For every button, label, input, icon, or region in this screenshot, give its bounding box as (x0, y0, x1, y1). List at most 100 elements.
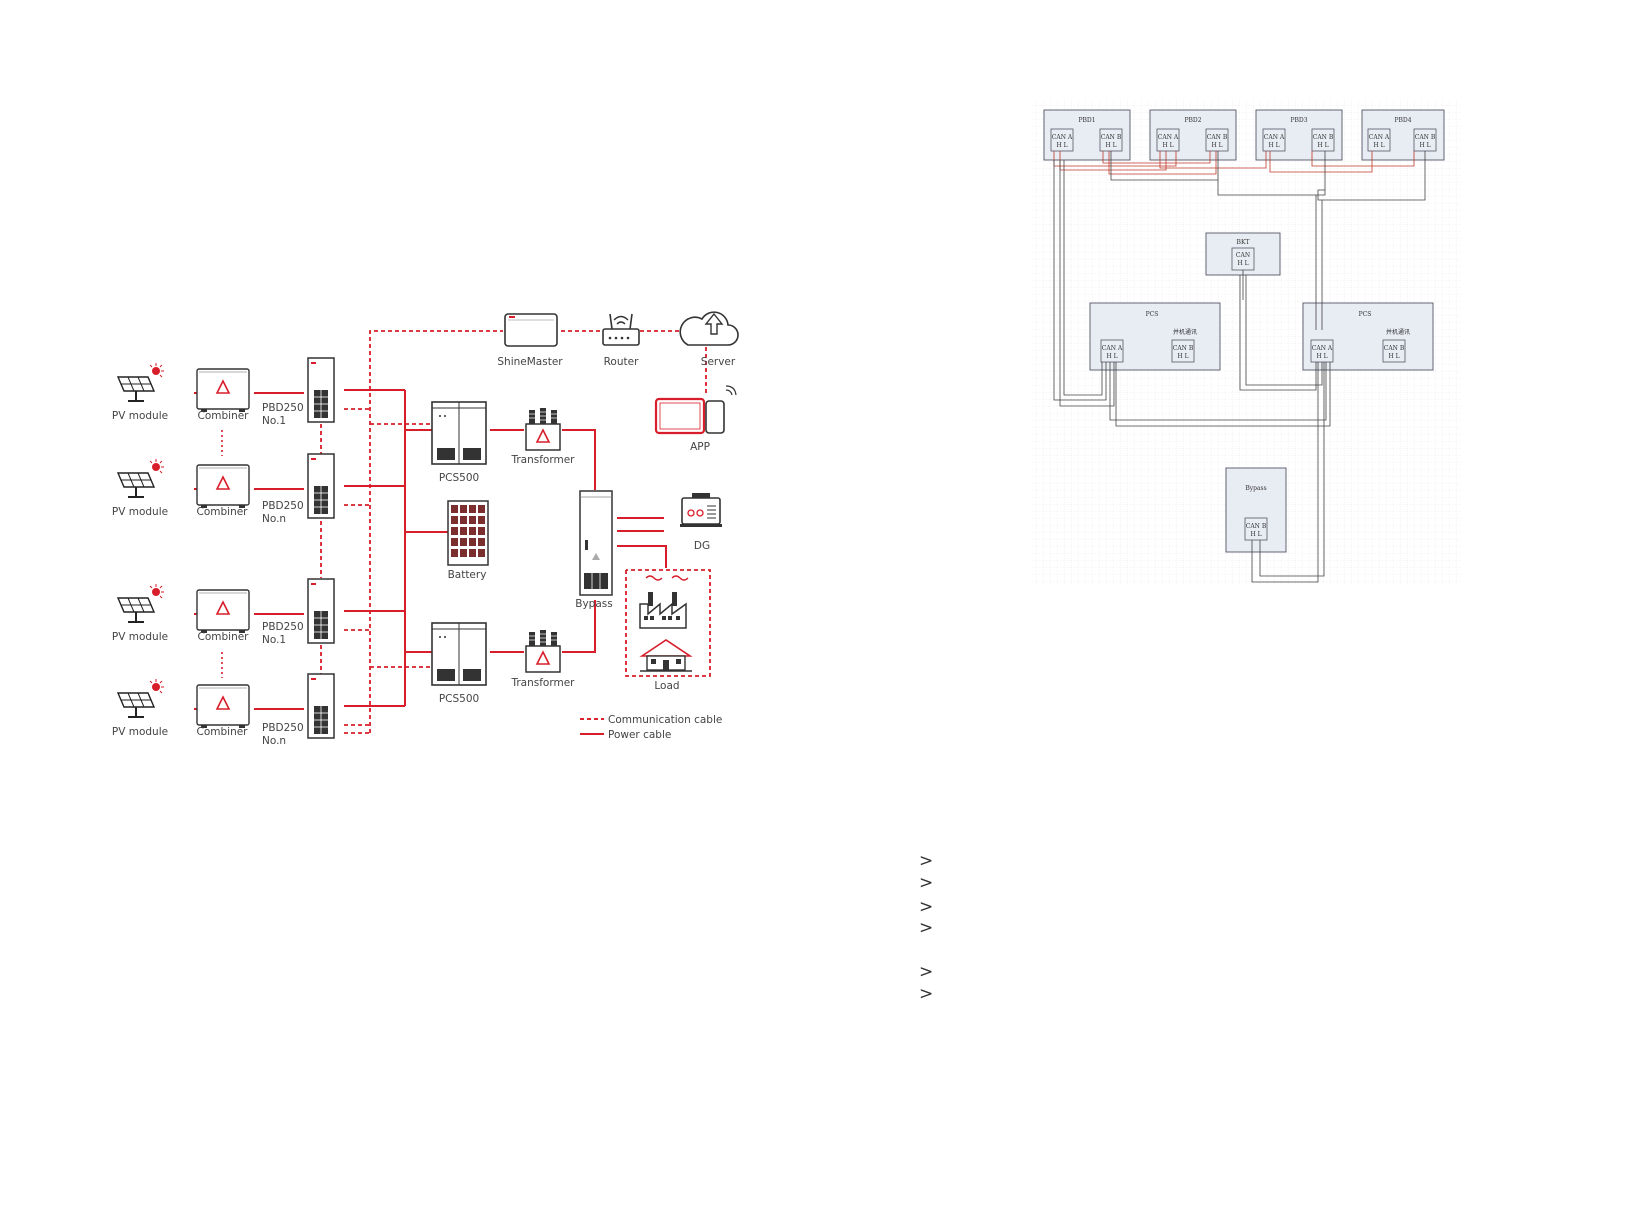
svg-text:PBD1: PBD1 (1078, 117, 1095, 124)
svg-text:H L: H L (1388, 353, 1399, 360)
pbd-label-name: PBD250 (262, 722, 304, 734)
chevron-right-icon: > (919, 918, 934, 938)
svg-text:CAN B: CAN B (1384, 345, 1405, 352)
pv-module-icon (117, 362, 165, 402)
app-label: APP (690, 441, 710, 453)
pbd-label-number: No.n (262, 735, 286, 747)
server-label: Server (701, 356, 736, 368)
svg-text:H L: H L (1211, 142, 1222, 149)
pbd-label-number: No.n (262, 513, 286, 525)
pbd250-cabinet-icon (307, 357, 335, 423)
pbd-can-links (1053, 151, 1415, 175)
svg-text:BKT: BKT (1237, 239, 1250, 246)
pv-module-icon (117, 678, 165, 718)
bypass-box: Bypass CAN B H L (1225, 467, 1287, 553)
svg-text:Bypass: Bypass (1245, 485, 1266, 492)
svg-text:CAN A: CAN A (1264, 134, 1285, 141)
chevron-right-icon: > (919, 962, 934, 982)
pv-module-label: PV module (112, 726, 168, 738)
svg-text:PBD3: PBD3 (1290, 117, 1307, 124)
svg-text:CAN A: CAN A (1052, 134, 1073, 141)
svg-text:CAN A: CAN A (1102, 345, 1123, 352)
house-load-icon (639, 639, 693, 672)
svg-text:CAN B: CAN B (1207, 134, 1228, 141)
svg-text:H L: H L (1419, 142, 1430, 149)
svg-text:CAN: CAN (1236, 252, 1250, 259)
battery-label: Battery (448, 569, 487, 581)
svg-text:H L: H L (1373, 142, 1384, 149)
svg-text:H L: H L (1316, 353, 1327, 360)
communication-cables (320, 330, 711, 734)
pcs500-icon (431, 622, 487, 686)
load-label: Load (654, 680, 679, 692)
svg-text:PCS: PCS (1359, 311, 1372, 318)
svg-text:CAN A: CAN A (1312, 345, 1333, 352)
combiner-icon (196, 464, 250, 509)
combiner-icon (196, 589, 250, 634)
pv-module-label: PV module (112, 410, 168, 422)
svg-text:并机通讯: 并机通讯 (1386, 328, 1410, 336)
svg-text:H L: H L (1250, 531, 1261, 538)
pbd-label-name: PBD250 (262, 402, 304, 414)
system-topology-diagram: PV module PV module PV module PV module … (112, 311, 739, 747)
svg-text:H L: H L (1162, 142, 1173, 149)
shinemaster-label: ShineMaster (497, 356, 563, 368)
router-label: Router (604, 356, 639, 368)
router-icon (602, 313, 640, 346)
pcs-box: PCS 并机通讯 CAN A H L CAN B H L (1089, 302, 1221, 371)
chevron-right-icon: > (919, 897, 934, 917)
combiner-label: Combiner (198, 410, 250, 422)
pv-module-label: PV module (112, 631, 168, 643)
svg-text:H L: H L (1177, 353, 1188, 360)
power-cables (194, 389, 667, 735)
battery-rack-icon (447, 500, 489, 566)
legend: Communication cable Power cable (580, 714, 722, 741)
svg-text:H L: H L (1106, 353, 1117, 360)
transformer-icon (525, 629, 561, 673)
transformer-label: Transformer (510, 454, 575, 466)
svg-text:H L: H L (1237, 260, 1248, 267)
combiner-label: Combiner (197, 506, 249, 518)
svg-text:H L: H L (1056, 142, 1067, 149)
transformer-label: Transformer (510, 677, 575, 689)
can-wiring-diagram: PBD1 CAN A H L CAN B H L PBD2 CAN A H L … (1032, 100, 1462, 586)
pcs500-label: PCS500 (439, 693, 479, 705)
svg-text:CAN B: CAN B (1173, 345, 1194, 352)
svg-text:CAN A: CAN A (1369, 134, 1390, 141)
pbd-label-name: PBD250 (262, 500, 304, 512)
legend-power-label: Power cable (608, 729, 671, 741)
svg-text:CAN B: CAN B (1313, 134, 1334, 141)
app-tablet-icon (654, 385, 737, 435)
chevron-right-icon: > (919, 873, 934, 893)
legend-communication-label: Communication cable (608, 714, 722, 726)
combiner-icon (196, 684, 250, 729)
pbd250-cabinet-icon (307, 673, 335, 739)
diagram-labels: PV module PV module PV module PV module … (112, 356, 736, 747)
chevron-right-icon: > (919, 851, 934, 871)
pbd250-cabinet-icon (307, 453, 335, 519)
svg-text:H L: H L (1317, 142, 1328, 149)
pbd-label-name: PBD250 (262, 621, 304, 633)
chevron-right-icon: > (919, 984, 934, 1004)
combiner-label: Combiner (198, 631, 250, 643)
server-cloud-icon (679, 311, 739, 346)
pcs-box: PCS 并机通讯 CAN A H L CAN B H L (1302, 302, 1434, 371)
svg-text:CAN A: CAN A (1158, 134, 1179, 141)
pcs500-label: PCS500 (439, 472, 479, 484)
transformer-icon (525, 407, 561, 451)
bypass-cabinet-icon (579, 490, 613, 596)
pbd-box: PBD4 CAN A H L CAN B H L (1361, 109, 1445, 161)
pv-module-icon (117, 458, 165, 498)
bypass-label: Bypass (575, 598, 612, 610)
svg-text:PCS: PCS (1146, 311, 1159, 318)
combiner-label: Combiner (197, 726, 249, 738)
pbd250-cabinet-icon (307, 578, 335, 644)
combiner-icon (196, 368, 250, 413)
pcs500-icon (431, 401, 487, 465)
pv-module-label: PV module (112, 506, 168, 518)
pbd-label-number: No.1 (262, 415, 286, 427)
svg-text:CAN B: CAN B (1415, 134, 1436, 141)
svg-text:PBD4: PBD4 (1394, 117, 1411, 124)
dg-label: DG (694, 540, 710, 552)
